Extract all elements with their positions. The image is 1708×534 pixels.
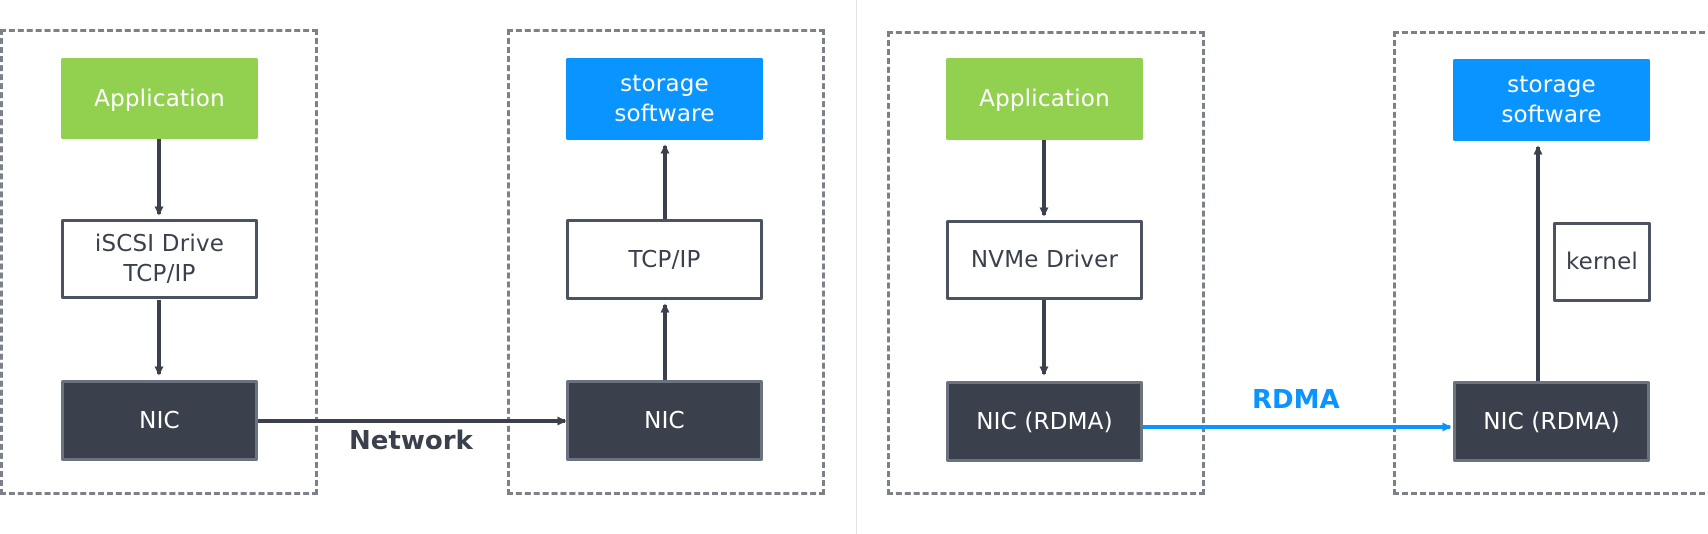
right-storage-software-box: storage software xyxy=(1453,59,1650,141)
left-storage-software-box: storage software xyxy=(566,58,763,140)
right-server-host xyxy=(1393,31,1708,495)
left-iscsi-driver-box: iSCSI Drive TCP/IP xyxy=(61,219,258,299)
left-application-box: Application xyxy=(61,58,258,139)
left-client-host xyxy=(0,29,318,495)
right-application-box: Application xyxy=(946,58,1143,140)
right-nvme-driver-box: NVMe Driver xyxy=(946,220,1143,300)
left-client-nic-box: NIC xyxy=(61,380,258,461)
right-client-nic-box: NIC (RDMA) xyxy=(946,381,1143,462)
right-server-nic-box: NIC (RDMA) xyxy=(1453,381,1650,462)
left-server-nic-box: NIC xyxy=(566,380,763,461)
rdma-label: RDMA xyxy=(1252,385,1340,415)
right-client-host xyxy=(887,31,1205,495)
left-tcpip-box: TCP/IP xyxy=(566,219,763,300)
left-server-host xyxy=(507,29,825,495)
panel-divider xyxy=(856,0,857,534)
right-kernel-box: kernel xyxy=(1553,222,1651,302)
network-label: Network xyxy=(349,426,473,456)
